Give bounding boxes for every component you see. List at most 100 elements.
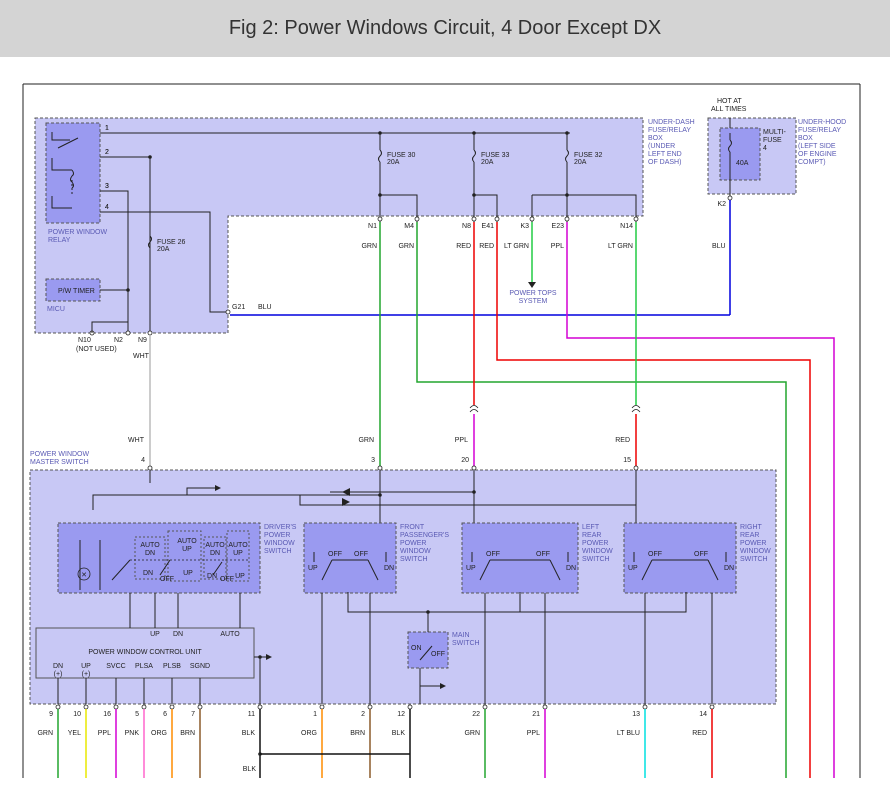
- output-wire-label: RED: [692, 730, 707, 737]
- fuse-icon: [565, 149, 569, 163]
- connector-label: M4: [404, 223, 414, 230]
- arrow-icon: [440, 683, 446, 689]
- underhood-box-label: FUSE/RELAY: [798, 127, 841, 134]
- driver-pos-label: AUTO: [228, 542, 248, 549]
- output-wire-label: BRN: [180, 730, 195, 737]
- g21-label: G21: [232, 304, 245, 311]
- connector-pin: [147, 330, 153, 336]
- connector-pin: [494, 216, 500, 222]
- page-title: Fig 2: Power Windows Circuit, 4 Door Exc…: [228, 17, 662, 39]
- pwcu-top-label: DN: [173, 631, 183, 638]
- k2-label: K2: [717, 201, 726, 208]
- wire-color-label: LT GRN: [504, 243, 529, 250]
- right-rear-dn: DN: [724, 565, 734, 572]
- output-pin-label: 7: [191, 711, 195, 718]
- relay-wire: [51, 158, 72, 171]
- auto-up-box: [167, 530, 202, 582]
- connector-label: N1: [368, 223, 377, 230]
- switch-blade: [419, 645, 433, 661]
- driver-pos-label: UP: [235, 573, 245, 580]
- n9-label: N9: [138, 337, 147, 344]
- front-passenger-label: FRONT: [400, 524, 425, 531]
- connector-pin: [257, 704, 263, 710]
- front-passenger-label: POWER: [400, 540, 426, 547]
- connector-pin: [113, 704, 119, 710]
- front-passenger-off: OFF: [328, 551, 342, 558]
- underdash-box-label: BOX: [648, 135, 663, 142]
- right-rear-label: SWITCH: [740, 556, 768, 563]
- underhood-box-label: (LEFT SIDE: [798, 143, 836, 150]
- front-passenger-switch: [303, 522, 397, 594]
- relay-pin-number: 4: [105, 204, 109, 211]
- main-on: ON: [411, 645, 422, 652]
- n2-label: N2: [114, 337, 123, 344]
- output-pin-label: 14: [699, 711, 707, 718]
- pwcu-pin-label: PLSB: [163, 663, 181, 670]
- main-off: OFF: [431, 651, 445, 658]
- connector-pin: [564, 216, 570, 222]
- front-passenger-up: UP: [308, 565, 318, 572]
- arrow-icon: [266, 654, 272, 660]
- internal-wire: [92, 494, 380, 510]
- output-wire-label: GRN: [464, 730, 480, 737]
- hot-label: ALL TIMES: [711, 106, 747, 113]
- connector-pin: [482, 704, 488, 710]
- relay-wire: [51, 196, 72, 209]
- left-rear-dn: DN: [566, 565, 576, 572]
- input-pin-label: 20: [461, 457, 469, 464]
- pwcu-pin-label: UP: [81, 663, 91, 670]
- relay-pin-number: 3: [105, 183, 109, 190]
- right-rear-label: REAR: [740, 532, 759, 539]
- main-switch-label: MAIN: [452, 632, 470, 639]
- fuse-icon: [148, 235, 152, 249]
- connector-pin: [169, 704, 175, 710]
- blk-bottom-label: BLK: [243, 766, 257, 773]
- left-rear-off: OFF: [486, 551, 500, 558]
- pwcu-top-label: AUTO: [220, 631, 240, 638]
- left-rear-label: REAR: [582, 532, 601, 539]
- relay-coil-icon: [70, 169, 74, 189]
- connector-pin: [633, 216, 639, 222]
- driver-pos-label: AUTO: [140, 542, 160, 549]
- indicator-lamp-icon: [77, 567, 91, 581]
- n10-label: N10: [78, 337, 91, 344]
- connector-pin: [377, 216, 383, 222]
- internal-wire: [299, 495, 637, 506]
- output-pin-label: 16: [103, 711, 111, 718]
- output-pin-label: 9: [49, 711, 53, 718]
- output-pin-label: 12: [397, 711, 405, 718]
- connector-label: K3: [520, 223, 529, 230]
- switch-blade: [212, 561, 223, 576]
- connector-pin: [633, 465, 639, 471]
- fuse-name: FUSE 32: [574, 152, 603, 159]
- output-pin-label: 22: [472, 711, 480, 718]
- relay-pin-number: 4: [105, 204, 109, 211]
- drivers-window-switch: [57, 522, 261, 594]
- connector-pin: [197, 704, 203, 710]
- underdash-box-label: FUSE/RELAY: [648, 127, 691, 134]
- drivers-switch-label: WINDOW: [264, 540, 295, 547]
- pwcu-pin-sub: (+): [54, 671, 63, 678]
- relay-pin-4-wire: [100, 211, 228, 313]
- switch-blade: [321, 559, 333, 581]
- switch-blade: [367, 559, 379, 581]
- relay-label: POWER WINDOW: [48, 229, 107, 236]
- front-passenger-label: WINDOW: [400, 548, 431, 555]
- connector-pin: [407, 704, 413, 710]
- relay-pin-number: 2: [105, 149, 109, 156]
- input-pin-label: 15: [623, 457, 631, 464]
- indicator-lamp-x: ✕: [81, 572, 87, 579]
- multifuse-label: 4: [763, 145, 767, 152]
- g21-wire: BLU: [258, 304, 272, 311]
- left-rear-switch: [461, 522, 579, 594]
- input-wire-label: RED: [615, 437, 630, 444]
- internal-wire: [347, 592, 429, 632]
- connector-label: N8: [462, 223, 471, 230]
- right-rear-up: UP: [628, 565, 638, 572]
- underdash-fuse-box: [34, 117, 644, 334]
- power-tops-label: SYSTEM: [519, 298, 548, 305]
- underhood-box-label: UNDER-HOOD: [798, 119, 846, 126]
- output-wire-label: ORG: [151, 730, 167, 737]
- multifuse-box: [719, 127, 761, 181]
- output-pin-label: 11: [248, 711, 255, 718]
